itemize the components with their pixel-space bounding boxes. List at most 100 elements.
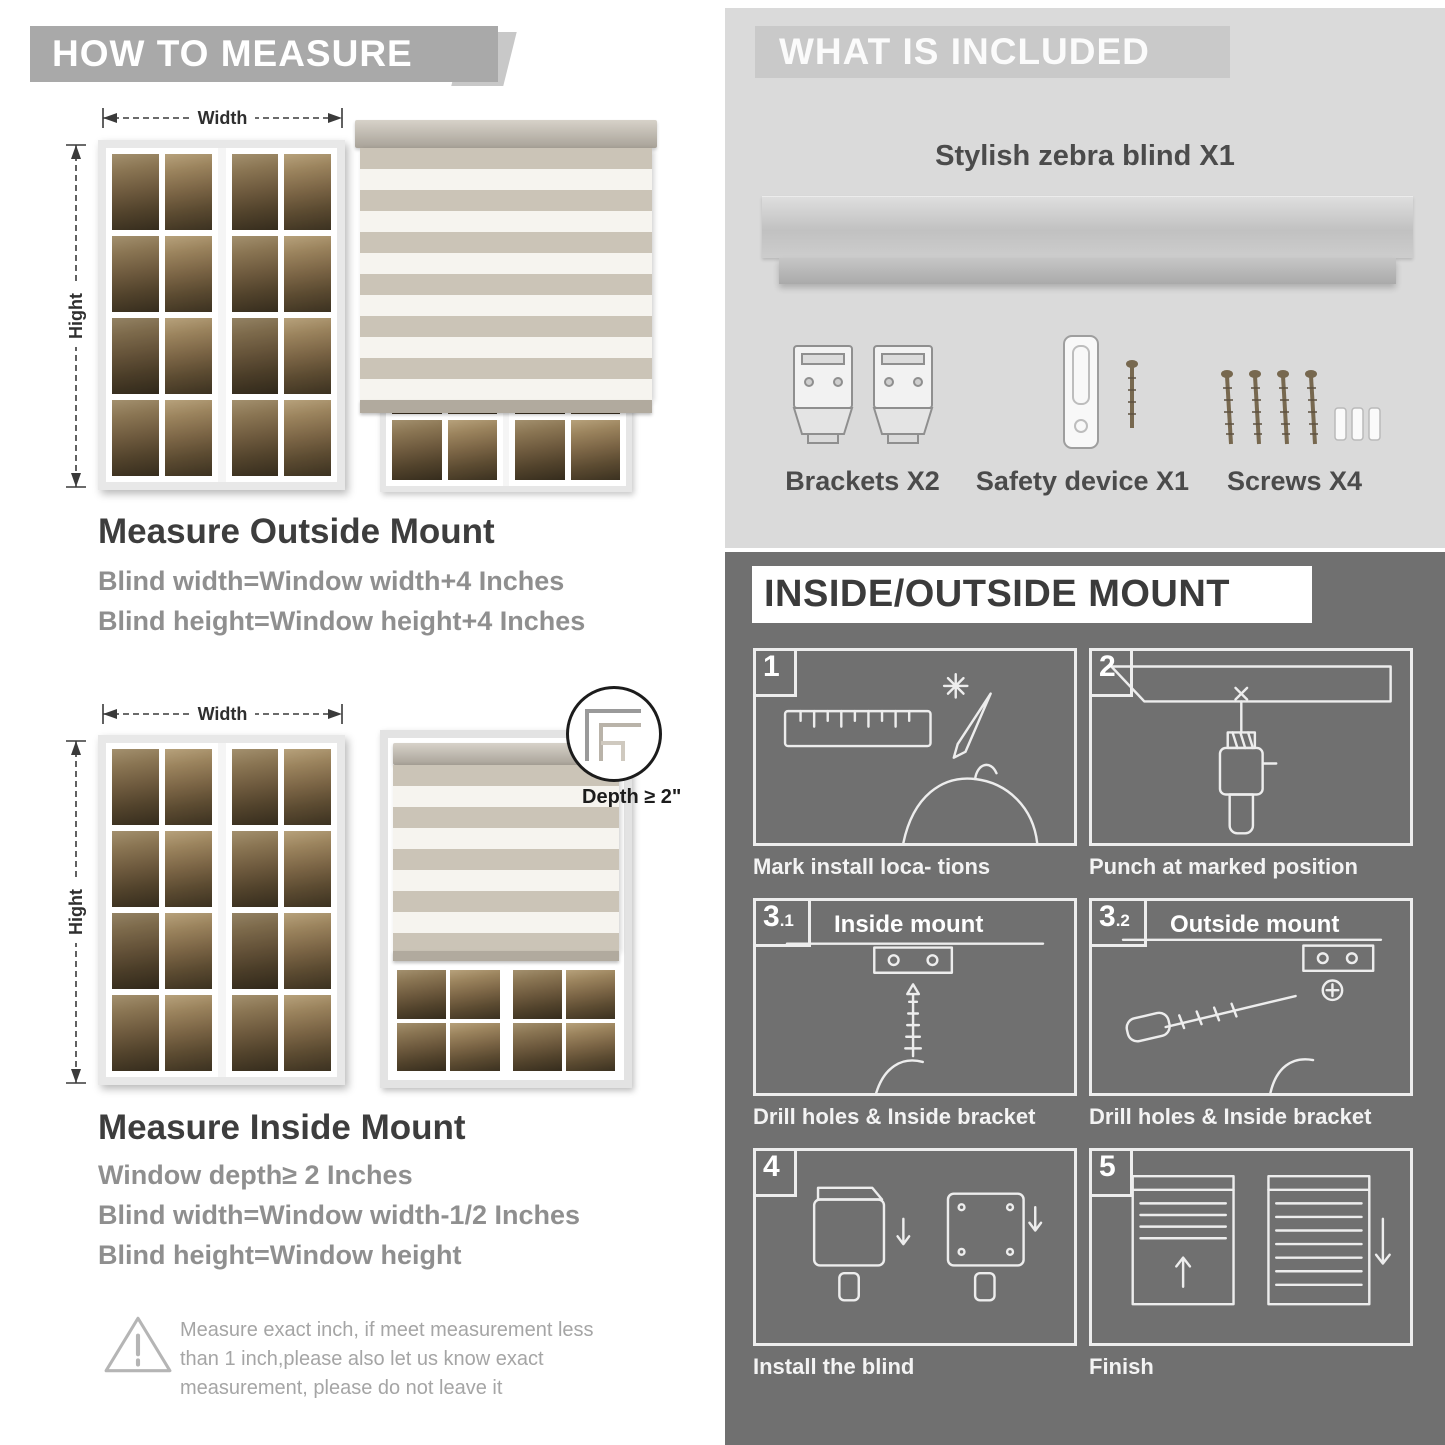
window-pane xyxy=(450,970,500,1019)
window-pane xyxy=(447,420,497,480)
height-label: Hight xyxy=(65,881,87,943)
window-pane xyxy=(112,995,159,1071)
warning-line1: Measure exact inch, if meet measurement … xyxy=(180,1319,594,1341)
inside-bracket-illustration xyxy=(785,942,1045,1093)
window-pane xyxy=(450,1022,500,1071)
window-pane xyxy=(164,236,212,312)
depth-callout-circle xyxy=(566,686,662,782)
warning-line2: than 1 inch,please also let us know exac… xyxy=(180,1348,544,1370)
window-sash xyxy=(106,743,218,1077)
step-number: 4 xyxy=(753,1148,797,1197)
window-pane xyxy=(512,970,562,1019)
blind-fabric xyxy=(360,148,652,400)
mount-title: INSIDE/OUTSIDE MOUNT xyxy=(764,573,1231,615)
window-pane xyxy=(284,749,331,825)
warning-icon xyxy=(102,1312,174,1378)
step-inline-label: Outside mount xyxy=(1170,911,1340,938)
window-pane xyxy=(284,400,331,476)
window-pane xyxy=(164,154,212,230)
screws-icon xyxy=(1205,360,1385,462)
window-pane xyxy=(570,420,620,480)
window-pane xyxy=(112,749,159,825)
step-panel-1: 1 xyxy=(753,648,1077,846)
window-pane xyxy=(231,995,279,1071)
window-pane xyxy=(112,154,159,230)
step-number-main: 3 xyxy=(763,900,780,933)
finish-illustration xyxy=(1131,1175,1391,1306)
window-pane xyxy=(231,236,279,312)
window-pane xyxy=(565,1022,615,1071)
window-pane xyxy=(112,400,159,476)
window-pane xyxy=(164,749,212,825)
step-number-main: 4 xyxy=(763,1150,780,1183)
window-pane xyxy=(112,913,159,989)
window-pane xyxy=(392,420,442,480)
brackets-icon xyxy=(788,338,938,456)
width-arrow-inside: Width xyxy=(100,702,345,726)
inside-mount-line3: Blind height=Window height xyxy=(98,1240,462,1270)
step-panel-3-1: 3.1 Inside mount xyxy=(753,898,1077,1096)
window-sash xyxy=(393,966,504,1075)
blind-cassette xyxy=(355,120,657,148)
drill-illustration xyxy=(1110,665,1392,835)
safety-device-label: Safety device X1 xyxy=(975,466,1190,496)
width-label: Width xyxy=(189,703,256,725)
window-pane xyxy=(231,154,279,230)
window-pane xyxy=(112,236,159,312)
inside-mount-line2: Blind width=Window width-1/2 Inches xyxy=(98,1200,581,1230)
window-sash xyxy=(225,148,337,482)
how-to-measure-header: HOW TO MEASURE xyxy=(30,26,498,82)
window-sashes xyxy=(106,148,337,482)
step-number: 3.2 xyxy=(1089,898,1147,947)
window-pane xyxy=(284,154,331,230)
window-pane xyxy=(112,318,159,394)
outside-mount-blind-illustration xyxy=(355,120,657,492)
step-caption-2: Punch at marked position xyxy=(1089,854,1358,879)
blind-cassette xyxy=(393,743,619,765)
window-pane xyxy=(284,995,331,1071)
step-caption-1: Mark install loca- tions xyxy=(753,854,991,879)
step-number-main: 3 xyxy=(1099,900,1116,933)
depth-callout-label: Depth ≥ 2" xyxy=(582,786,682,808)
step-panel-5: 5 xyxy=(1089,1148,1413,1346)
brackets-label: Brackets X2 xyxy=(785,466,940,496)
window-pane xyxy=(164,831,212,907)
step-number: 1 xyxy=(753,648,797,697)
what-is-included-title: WHAT IS INCLUDED xyxy=(779,31,1150,72)
height-arrow-inside: Hight xyxy=(64,738,88,1086)
window-pane xyxy=(231,400,279,476)
warning-text: Measure exact inch, if meet measurement … xyxy=(180,1316,594,1403)
height-label: Hight xyxy=(65,285,87,347)
horizontal-arrow-icon xyxy=(102,108,343,128)
step-number-sub: .1 xyxy=(779,911,794,930)
inside-mount-blind-illustration xyxy=(380,730,632,1088)
window-pane xyxy=(164,995,212,1071)
install-blind-illustration xyxy=(812,1186,1043,1302)
window-sashes xyxy=(393,966,619,1075)
outside-mount-heading: Measure Outside Mount xyxy=(98,512,495,551)
window-illustration-inside xyxy=(98,735,345,1085)
window-pane xyxy=(284,831,331,907)
step-caption-5: Finish xyxy=(1089,1354,1154,1379)
zebra-blind xyxy=(393,743,619,961)
window-pane xyxy=(512,1022,562,1071)
inside-mount-frame xyxy=(388,738,624,1080)
step-number-sub: .2 xyxy=(1115,911,1130,930)
width-arrow-outside: Width xyxy=(100,106,345,130)
blind-bottom-rail xyxy=(393,951,619,961)
step-number: 3.1 xyxy=(753,898,811,947)
frame-corner-icon xyxy=(585,709,641,761)
step-panel-2: 2 xyxy=(1089,648,1413,846)
how-to-measure-title: HOW TO MEASURE xyxy=(52,33,413,74)
horizontal-arrow-icon xyxy=(102,704,343,724)
warning-line3: measurement, please do not leave it xyxy=(180,1377,503,1399)
window-pane xyxy=(231,318,279,394)
step-caption-3-1: Drill holes & Inside bracket xyxy=(753,1104,1036,1129)
window-pane xyxy=(231,749,279,825)
mark-location-illustration xyxy=(783,673,1039,843)
window-pane xyxy=(397,970,447,1019)
window-pane xyxy=(397,1022,447,1071)
outside-bracket-illustration xyxy=(1121,938,1383,1093)
window-pane xyxy=(112,831,159,907)
window-pane xyxy=(164,318,212,394)
